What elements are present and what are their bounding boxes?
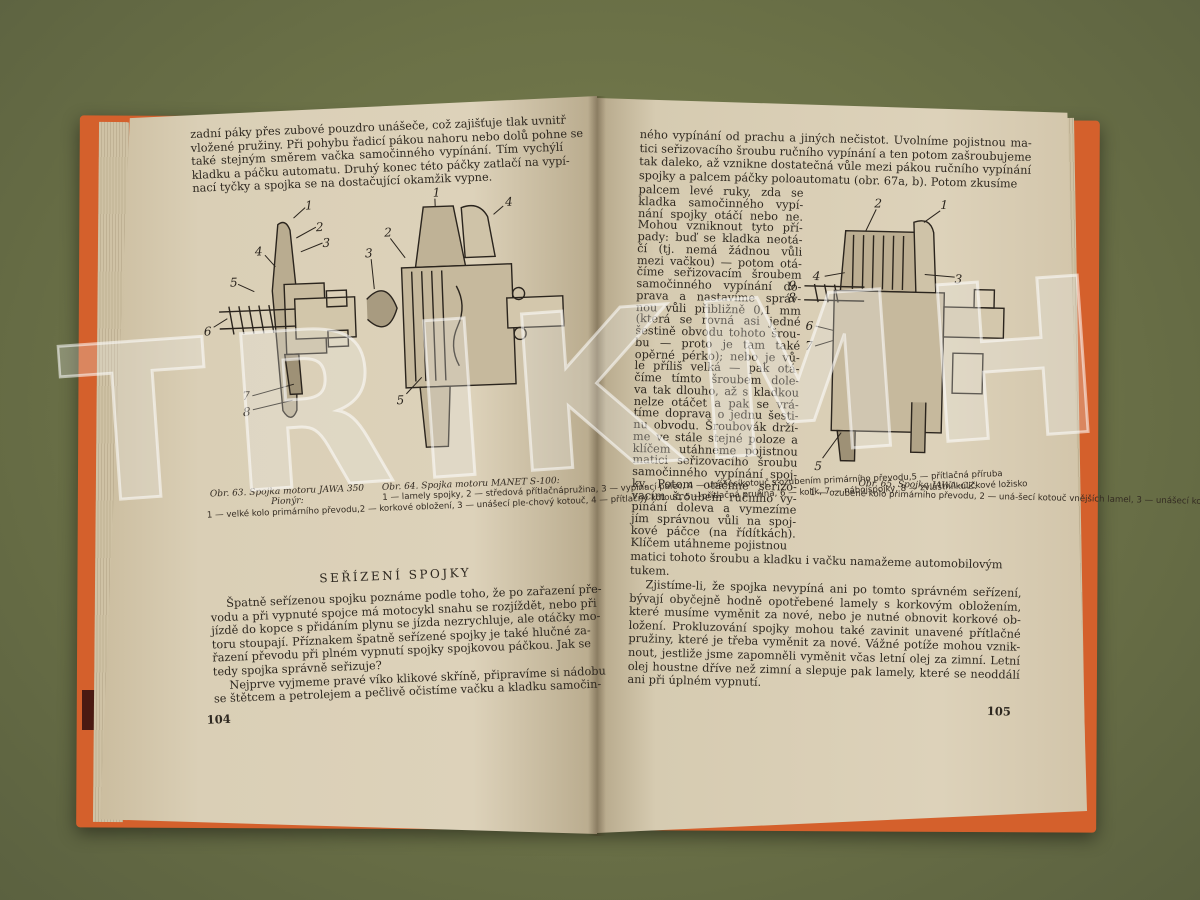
- callout-3: 3: [954, 272, 962, 286]
- callout-2: 2: [383, 225, 392, 239]
- callout-4: 4: [812, 269, 821, 283]
- page-number-left: 104: [206, 711, 231, 727]
- page-number-right: 105: [986, 704, 1012, 719]
- callout-1: 1: [432, 185, 440, 199]
- callout-5: 5: [230, 275, 238, 289]
- right-intro-paragraph: ného vypínání od prachu a jiných nečisto…: [639, 128, 1032, 191]
- figure-65: 2 1 3 4 5 6 7 8 9: [788, 196, 1026, 489]
- callout-6: 6: [204, 324, 213, 338]
- figure-63-drawing: 1 2 3 4 5 6 7 8: [204, 198, 357, 419]
- callout-4: 4: [254, 244, 263, 258]
- figure-63: 1 2 3 4 5 6 7 8: [195, 198, 357, 462]
- right-page-content: ného vypínání od prachu a jiných nečisto…: [627, 128, 1200, 719]
- cover-spine-mark: [82, 690, 96, 730]
- left-body-paragraph: Špatně seřízenou spojku poznáme podle to…: [210, 583, 606, 706]
- callout-7: 7: [242, 389, 251, 403]
- figure-64-drawing: 1 2 3 4 5: [365, 185, 565, 448]
- callout-6: 6: [805, 319, 813, 333]
- right-body-paragraph: Zjistíme-li, že spojka nevypíná ani po t…: [627, 578, 1021, 696]
- callout-1: 1: [940, 198, 948, 212]
- callout-3: 3: [322, 236, 331, 250]
- callout-5: 5: [396, 393, 404, 407]
- callout-5: 5: [814, 459, 822, 473]
- callout-2: 2: [873, 196, 882, 210]
- figure-64: 1 2 3 4 5: [353, 185, 573, 464]
- book-gutter: [588, 96, 606, 836]
- callout-1: 1: [305, 198, 313, 212]
- left-page: [100, 96, 597, 834]
- figure-63-caption: Obr. 63. Spojka motoru JAWA 350 Pionýr: …: [206, 479, 1028, 521]
- right-page: [597, 98, 1087, 833]
- callout-9: 9: [788, 278, 796, 292]
- callout-2: 2: [315, 220, 324, 234]
- callout-8: 8: [243, 405, 252, 419]
- callout-8: 8: [788, 290, 796, 304]
- left-intro-paragraph: zadní páky přes zubové pouzdro unášeče, …: [190, 114, 583, 196]
- callout-4: 4: [504, 195, 513, 209]
- figure-65-drawing: 2 1 3 4 5 6 7 8 9: [788, 196, 1005, 473]
- callout-7: 7: [805, 339, 813, 353]
- callout-3: 3: [365, 246, 374, 260]
- left-page-content: zadní páky přes zubové pouzdro unášeče, …: [190, 114, 1028, 727]
